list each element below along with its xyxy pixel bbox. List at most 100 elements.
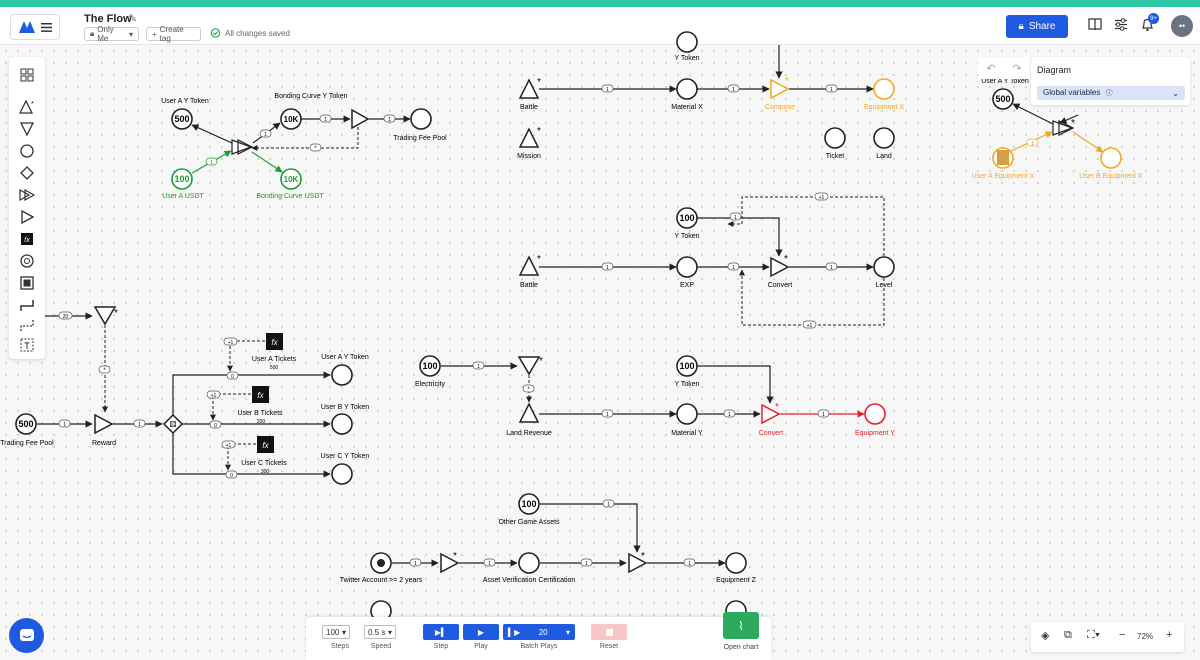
global-variables-select[interactable]: Global variables ⓘ ⌄ [1037,86,1185,100]
pool-node-user-a-y-token[interactable] [992,88,1014,110]
pool-node-user-a-y-token-out[interactable] [331,364,353,386]
resource-edge[interactable] [1059,114,1079,124]
resource-edge[interactable] [1072,131,1104,153]
layers-icon[interactable]: ◈ [1041,630,1050,642]
source-node-battle[interactable] [518,78,540,99]
pool-node-level[interactable] [873,256,895,278]
trader-tool-icon[interactable] [15,185,39,205]
speed-label: Speed [370,643,392,650]
state-edge[interactable] [251,127,359,151]
text-tool-icon[interactable]: T [15,335,39,355]
grid-icon[interactable] [15,65,39,85]
resource-edge[interactable] [191,124,233,144]
converter-node-inner [1058,120,1075,136]
pool-node-user-b-y-token-out[interactable] [331,413,353,435]
converter-tool-icon[interactable] [15,207,39,227]
step-button[interactable]: ▶▍ [423,624,459,640]
resource-edge[interactable] [697,217,783,257]
fit-view-icon[interactable]: ⧉ [1064,629,1072,641]
converter-node-compose[interactable] [770,78,790,100]
pool-node-asset-verification[interactable] [518,552,540,574]
drain-tool-icon[interactable] [15,119,39,139]
node-label: User B Tickets [237,410,283,417]
edit-title-icon[interactable]: ✎ [128,13,138,25]
pool-node-material-x[interactable] [676,78,698,100]
resource-connection-tool-icon[interactable] [15,295,39,315]
resource-edge[interactable] [1012,103,1054,125]
edge-label: * [314,146,317,152]
diagram-canvas[interactable] [0,45,1200,660]
resource-edge[interactable] [697,365,774,404]
source-node-battle[interactable] [518,255,540,276]
book-icon[interactable] [1088,18,1102,34]
steps-select[interactable]: 100 ▾ [322,625,350,639]
pool-node-trading-fee-pool[interactable] [15,413,37,435]
reset-button[interactable] [591,624,627,640]
pool-node-ticket[interactable] [824,127,846,149]
batch-plays-button[interactable]: ▍▶ 20 ▾ [503,624,575,640]
pool-node-exp[interactable] [676,256,698,278]
pool-tool-icon[interactable] [15,141,39,161]
formula-register-c[interactable] [257,436,274,453]
pool-node-other-game-assets[interactable] [518,493,540,515]
gate-node[interactable] [440,552,460,574]
chat-support-button[interactable] [9,618,44,653]
resource-edge[interactable] [251,151,283,173]
avatar[interactable]: •• [1171,15,1193,37]
zoom-in-button[interactable]: + [1166,629,1173,641]
pool-node-land[interactable] [873,127,895,149]
state-edge[interactable] [739,269,885,326]
document-title[interactable]: The Flow [84,13,132,25]
speed-select[interactable]: 0.5 s ▾ [364,625,396,639]
undo-icon[interactable]: ↶ [986,62,996,75]
settings-sliders-icon[interactable] [1114,18,1128,34]
state-edge[interactable] [727,196,885,256]
formula-register-a[interactable] [266,333,283,350]
drain-node[interactable] [517,356,541,376]
pool-node-material-y[interactable] [676,403,698,425]
resource-edge[interactable] [172,371,331,415]
end-condition-tool-icon[interactable] [15,273,39,293]
pool-node-electricity[interactable] [419,355,441,377]
pool-node-user-c-y-token-out[interactable] [331,463,353,485]
converter-node[interactable] [1052,120,1074,136]
fullscreen-icon[interactable]: ⛶▾ [1087,629,1101,641]
converter-node-convert[interactable] [770,256,790,278]
gate-node-reward[interactable] [94,413,114,435]
visibility-dropdown[interactable]: 🔒︎ Only Me ▾ [84,25,139,43]
resource-edge[interactable] [172,433,331,478]
avatar-face-icon: •• [1178,21,1186,31]
formula-register-b[interactable] [252,386,269,403]
pool-node-user-a-y-token[interactable] [171,108,193,130]
converter-node[interactable] [231,139,253,155]
logo-menu-button[interactable] [10,14,60,40]
register-tool-icon[interactable]: fx [15,229,39,249]
source-node-land-revenue[interactable] [518,402,540,423]
pool-node-equipment-y[interactable] [864,403,886,425]
pool-node-y-token[interactable] [676,31,698,53]
source-node-mission[interactable] [518,127,540,148]
pool-node-equipment-z[interactable] [725,552,747,574]
node-star: * [453,551,457,562]
drain-node[interactable] [93,306,117,326]
pool-node-trading-fee-pool[interactable] [410,108,432,130]
play-button[interactable]: ▶ [463,624,499,640]
share-button[interactable]: 🔒︎ Share [1006,15,1068,38]
resource-edge[interactable] [540,503,641,553]
gate-node[interactable] [351,108,370,130]
source-tool-icon[interactable]: * [15,97,39,117]
pool-node-equipment-x[interactable] [873,78,895,100]
pool-node-bonding-curve-usdt[interactable] [280,168,302,190]
bell-icon[interactable] [1141,18,1154,35]
state-connection-tool-icon[interactable] [15,315,39,335]
zoom-out-button[interactable]: − [1119,629,1126,641]
create-tag-button[interactable]: + Create tag [146,25,201,43]
open-chart-button[interactable]: ⌇ [723,612,759,639]
delay-tool-icon[interactable] [15,251,39,271]
gate-tool-icon[interactable] [15,163,39,183]
pool-node-user-b-equipment-x[interactable] [1100,147,1122,169]
redo-icon[interactable]: ↷ [1012,62,1022,75]
converter-node[interactable] [628,552,648,574]
pool-node-user-a-usdt[interactable] [171,168,193,190]
converter-node-convert[interactable] [761,403,781,425]
